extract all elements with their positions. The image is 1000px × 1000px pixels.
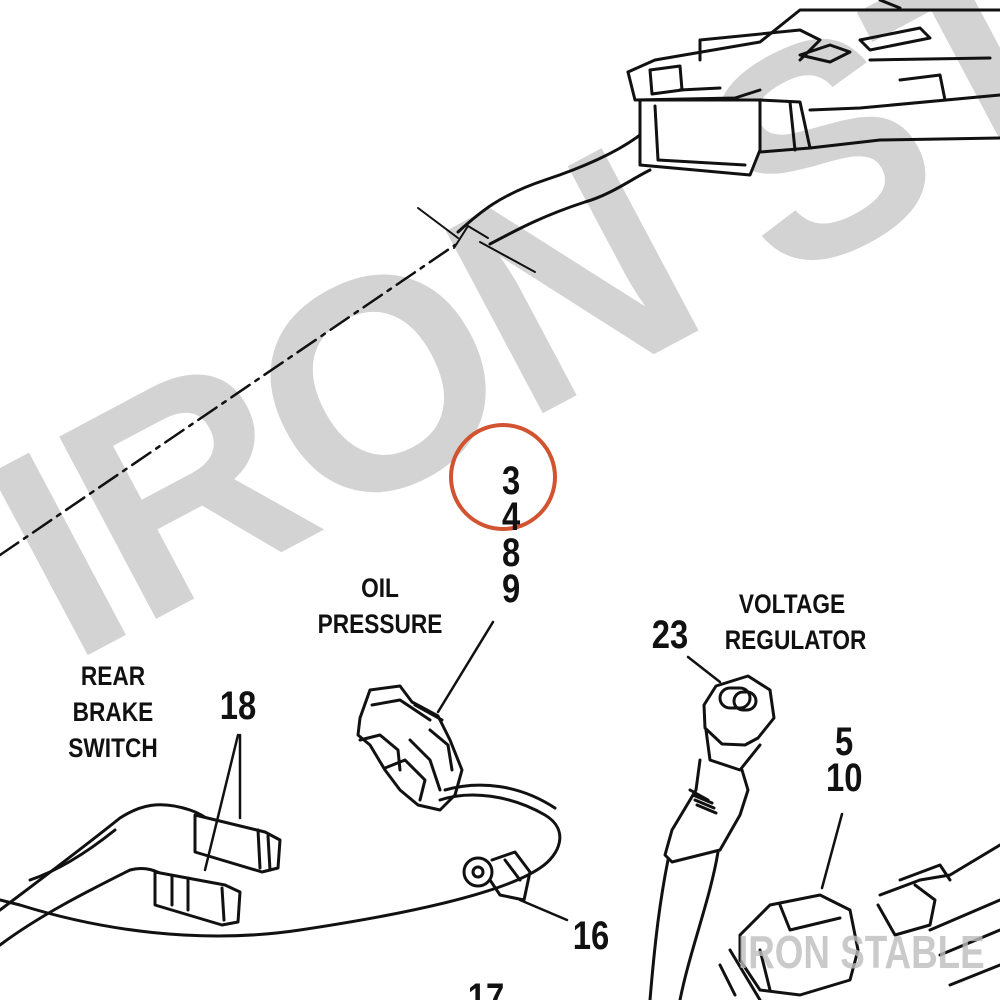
label-voltage-regulator: VOLTAGE REGULATOR (724, 589, 867, 655)
rear-brake-connector-lower (153, 870, 242, 927)
label-rear-brake-switch: REAR BRAKE SWITCH (68, 661, 158, 763)
callout-3[interactable]: 3 (501, 459, 521, 503)
top-connector (626, 0, 1000, 177)
callout-10[interactable]: 10 (825, 756, 863, 800)
clip-16 (462, 850, 532, 902)
leader-lines (203, 620, 844, 922)
break-mark (417, 207, 536, 273)
callout-18[interactable]: 18 (219, 684, 257, 728)
connector-5-10 (718, 893, 860, 1000)
callout-9[interactable]: 9 (501, 567, 521, 611)
upper-harness-cable (456, 133, 642, 234)
callout-17[interactable]: 17 (467, 976, 505, 1000)
label-oil-pressure: OIL PRESSURE (317, 573, 443, 639)
routing-dashdot-line (0, 243, 457, 557)
rear-brake-connector-upper (193, 813, 282, 874)
highlight-circle (449, 423, 557, 531)
callout-16[interactable]: 16 (572, 914, 610, 958)
callout-stack-5-10: 5 10 (818, 720, 870, 800)
oil-pressure-harness (0, 793, 562, 938)
callout-23[interactable]: 23 (651, 613, 689, 657)
callout-4[interactable]: 4 (501, 495, 521, 539)
voltage-regulator-plug (663, 674, 776, 864)
callout-stack-oil: 3 4 8 9 (488, 459, 534, 611)
callout-8[interactable]: 8 (501, 531, 521, 575)
callout-5[interactable]: 5 (834, 720, 854, 764)
oil-pressure-connector (356, 684, 464, 812)
right-connector (876, 843, 1000, 987)
watermark-brand-small: IRON STABLE (738, 926, 985, 978)
voltage-regulator-cable (648, 858, 670, 1000)
